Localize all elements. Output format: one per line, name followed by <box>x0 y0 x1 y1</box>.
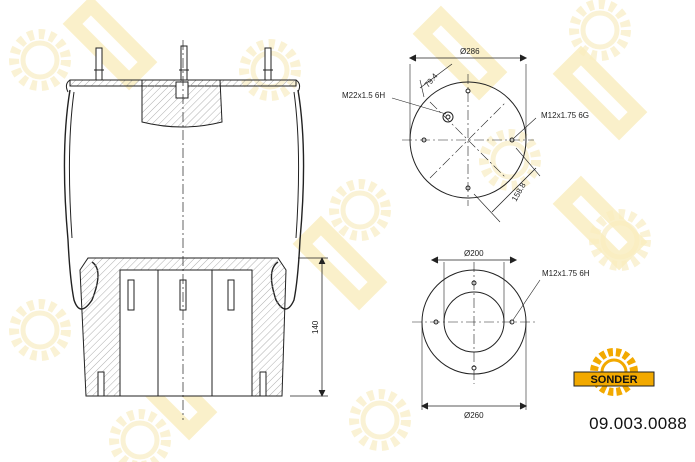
stud-thread-label: M12x1.75 6G <box>541 111 589 120</box>
part-number: 09.003.0088 <box>589 414 687 433</box>
top-plate-view <box>391 54 541 223</box>
side-section-view <box>63 40 328 420</box>
center-boss <box>141 79 223 128</box>
logo-text: SONDER <box>590 374 637 386</box>
top-diameter-label: Ø286 <box>460 47 480 56</box>
height-dimension <box>290 257 328 397</box>
height-label: 140 <box>311 320 320 334</box>
center-thread-label: M22x1.5 6H <box>342 91 385 100</box>
brand-logo: SONDER <box>573 348 655 396</box>
angle-offset-label: 79.4 <box>423 71 440 89</box>
bottom-top-diameter-label: Ø200 <box>464 249 484 258</box>
bottom-diameter-label: Ø260 <box>464 411 484 420</box>
bottom-plate-view <box>412 256 541 410</box>
bottom-thread-label: M12x1.75 6H <box>542 269 590 278</box>
